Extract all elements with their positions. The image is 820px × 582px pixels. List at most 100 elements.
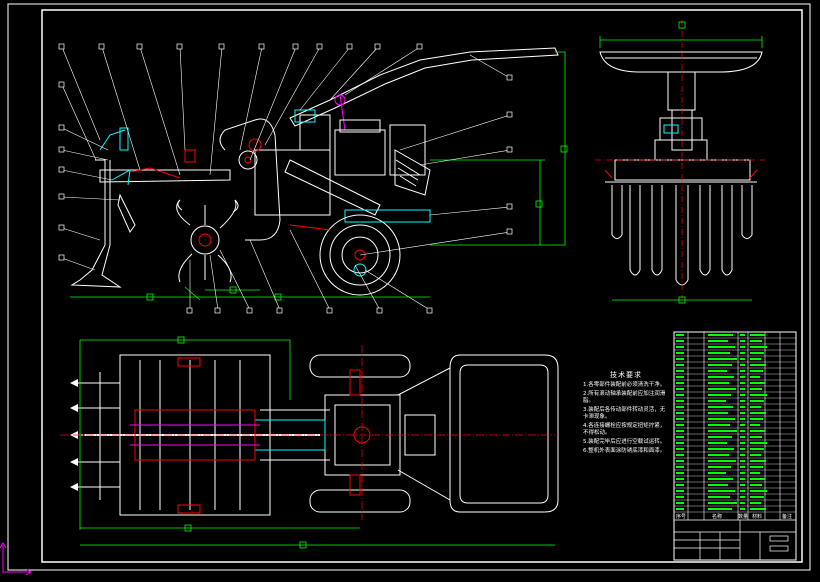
bom-cell-text — [740, 376, 745, 378]
bom-cell-text — [740, 388, 745, 390]
bom-cell-text — [750, 334, 765, 336]
bom-cell-text — [740, 346, 745, 348]
bom-cell-text — [676, 382, 684, 384]
bom-cell-text — [750, 340, 762, 342]
bom-cell-text — [708, 340, 728, 342]
bom-cell-text — [740, 502, 745, 504]
sheet-border-inner — [41, 9, 803, 563]
bom-cell-text — [708, 376, 734, 378]
bom-cell-text — [708, 496, 730, 498]
bom-cell-text — [740, 412, 745, 414]
bom-cell-text — [708, 388, 736, 390]
bom-cell-text — [708, 460, 736, 462]
note-line: 5.装配完毕后应进行空载试运转。 — [583, 439, 666, 445]
bom-cell-text — [708, 424, 730, 426]
ucs-axis-icon — [0, 542, 32, 576]
bom-cell-text — [708, 502, 737, 504]
bom-cell-text — [676, 376, 684, 378]
bom-cell-text — [740, 460, 745, 462]
bom-cell-text — [708, 400, 726, 402]
bom-cell-text — [740, 424, 745, 426]
side-view — [70, 47, 559, 296]
bom-cell-text — [676, 334, 684, 336]
bom-cell-text — [750, 466, 763, 468]
bom-cell-text — [750, 418, 763, 420]
bom-cell-text — [676, 436, 684, 438]
bom-cell-text — [676, 406, 684, 408]
bom-cell-text — [676, 430, 684, 432]
bom-cell-text — [750, 352, 764, 354]
bom-cell-text — [750, 502, 761, 504]
title-block — [674, 519, 796, 560]
sheet-border-outer — [7, 3, 811, 571]
bom-cell-text — [708, 382, 729, 384]
bom-cell-text — [750, 472, 760, 474]
bom-cell-text — [708, 346, 735, 348]
bom-cell-text — [750, 424, 760, 426]
bom-cell-text — [740, 364, 745, 366]
front-view-dimensions — [599, 21, 763, 304]
bom-cell-text — [708, 352, 730, 354]
part-leaders — [61, 46, 511, 311]
notes-title: 技术要求 — [610, 371, 642, 379]
bom-cell-text — [750, 370, 763, 372]
bom-cell-text — [676, 370, 684, 372]
bom-cell-text — [750, 394, 767, 396]
bom-cell-text — [676, 496, 684, 498]
bom-cell-text — [750, 508, 766, 510]
bom-col-qty: 数量 — [738, 514, 749, 520]
bom-cell-text — [708, 454, 729, 456]
bom-cell-text — [740, 400, 745, 402]
note-line: 1.各零部件装配前必须清洗干净。 — [583, 382, 666, 388]
bom-cell-text — [708, 466, 731, 468]
bom-cell-text — [740, 484, 745, 486]
bom-cell-text — [740, 334, 745, 336]
bom-cell-text — [676, 454, 684, 456]
bom-cell-text — [750, 382, 765, 384]
side-view-dimensions — [70, 51, 568, 301]
bom-cell-text — [708, 448, 734, 450]
bom-cell-text — [740, 448, 745, 450]
bom-cell-text — [750, 412, 766, 414]
bom-cell-text — [676, 340, 684, 342]
bom-cell-text — [708, 484, 728, 486]
bom-cell-text — [750, 346, 767, 348]
bom-cell-text — [676, 424, 684, 426]
bom-cell-text — [708, 472, 726, 474]
bom-cell-text — [740, 352, 745, 354]
bom-cell-text — [676, 346, 684, 348]
bom-cell-text — [740, 466, 745, 468]
bom-cell-text — [676, 388, 684, 390]
bom-cell-text — [740, 472, 745, 474]
top-view-centerline — [60, 345, 555, 520]
bom-cell-text — [676, 484, 684, 486]
bom-cell-text — [708, 490, 735, 492]
bom-cell-text — [750, 358, 761, 360]
bom-col-material: 材料 — [752, 514, 763, 520]
note-line: 3.装配后各传动部件转动灵活，无卡滞现象。 — [583, 407, 666, 420]
bom-cell-text — [708, 412, 728, 414]
bom-cell-text — [676, 418, 684, 420]
bom-cell-text — [708, 334, 733, 336]
bom-cell-text — [708, 418, 735, 420]
bom-cell-text — [676, 478, 684, 480]
bom-cell-text — [750, 448, 764, 450]
bom-cell-text — [740, 442, 745, 444]
bom-cell-text — [708, 394, 731, 396]
bom-cell-text — [708, 364, 732, 366]
bom-cell-text — [740, 406, 745, 408]
bom-cell-text — [708, 436, 732, 438]
bom-cell-text — [676, 400, 684, 402]
bom-cell-text — [750, 442, 767, 444]
front-view-centerlines — [595, 20, 765, 300]
bom-rows — [674, 334, 796, 513]
bom-cell-text — [676, 364, 684, 366]
technical-notes: 技术要求 1.各零部件装配前必须清洗干净。 2.所有滚动轴承装配前应加注润滑脂。… — [583, 372, 669, 457]
bom-cell-text — [740, 454, 745, 456]
bom-cell-text — [708, 508, 732, 510]
bom-cell-text — [750, 388, 762, 390]
bom-cell-text — [676, 412, 684, 414]
bom-cell-text — [740, 382, 745, 384]
bom-cell-text — [740, 358, 745, 360]
bom-cell-text — [740, 370, 745, 372]
